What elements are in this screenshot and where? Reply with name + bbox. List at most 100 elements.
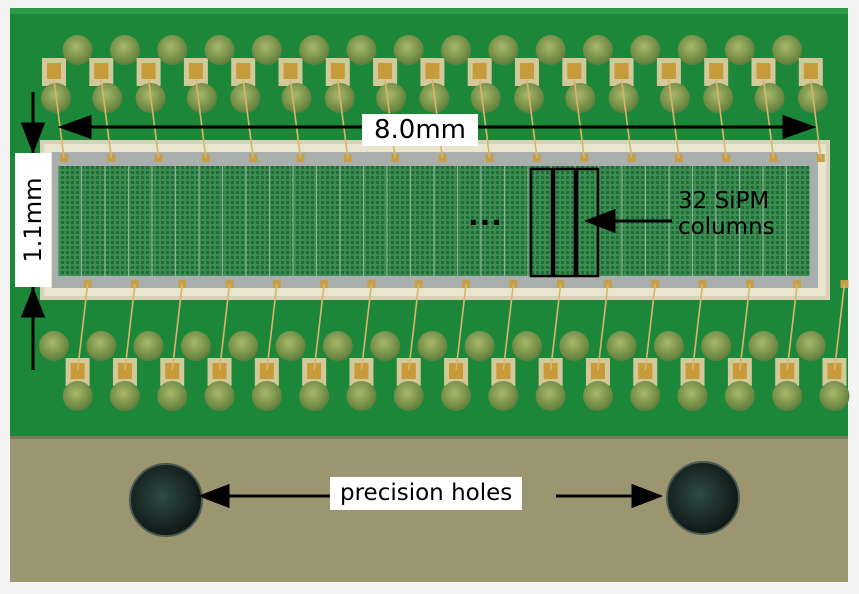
bottom-via	[559, 331, 590, 361]
height-label-box: 1.1mm	[15, 153, 51, 287]
bottom-gold-pad	[543, 363, 558, 379]
column-highlight-2	[552, 167, 577, 278]
top-via	[677, 35, 708, 65]
bottom-via-lower	[535, 381, 566, 411]
top-gold-pad	[756, 63, 771, 79]
bond-wire-bottom	[313, 283, 325, 371]
top-via	[204, 35, 235, 65]
bottom-via	[606, 331, 637, 361]
bottom-gold-pad	[259, 363, 274, 379]
bottom-via-lower	[441, 381, 472, 411]
top-gold-pad	[661, 63, 676, 79]
bond-wire-top	[762, 79, 775, 159]
bond-wire-bottom	[266, 283, 278, 371]
bond-wire-bottom	[549, 283, 562, 371]
bottom-gold-pad	[212, 363, 227, 379]
bond-wire-bottom	[833, 283, 846, 371]
columns-label: 32 SiPM columns	[678, 188, 775, 240]
top-gold-pad	[141, 63, 156, 79]
bottom-via-lower	[393, 381, 424, 411]
bottom-via	[795, 331, 826, 361]
top-gold-pad	[614, 63, 629, 79]
bond-wire-bottom	[124, 283, 136, 371]
bottom-via-lower	[299, 381, 330, 411]
top-via-lower	[186, 83, 217, 113]
top-gold-pad	[520, 63, 534, 79]
bottom-gold-pad	[165, 363, 180, 379]
column-highlight-1	[529, 167, 554, 278]
bond-wire-top	[100, 79, 113, 159]
columns-label-line1: 32 SiPM	[678, 188, 770, 214]
bottom-gold-pad	[638, 363, 653, 379]
bottom-via	[417, 331, 448, 361]
bond-wire-top	[526, 79, 538, 159]
top-via	[724, 35, 755, 65]
bond-wire-top	[810, 79, 822, 159]
top-via	[251, 35, 282, 65]
bottom-via	[275, 331, 306, 361]
length-label: 8.0mm	[362, 114, 479, 146]
precision-hole-left	[130, 464, 202, 536]
bottom-via-lower	[251, 381, 282, 411]
bottom-gold-pad	[685, 363, 700, 379]
chip-pad-top	[60, 154, 68, 162]
bond-wire-top	[242, 79, 254, 159]
top-gold-pad	[472, 63, 487, 79]
bottom-gold-pad	[827, 363, 842, 379]
bottom-gold-pad	[70, 363, 85, 379]
bottom-via-lower	[772, 381, 803, 411]
bond-wire-top	[337, 79, 349, 159]
top-via-lower	[470, 83, 501, 113]
bottom-via	[228, 331, 259, 361]
top-via	[772, 35, 803, 65]
bond-wire-bottom	[691, 283, 704, 371]
bottom-gold-pad	[496, 363, 511, 379]
bond-wire-top	[289, 79, 302, 159]
bottom-gold-pad	[117, 363, 132, 379]
bond-wire-top	[620, 79, 633, 159]
top-gold-pad	[283, 63, 298, 79]
bottom-via	[133, 331, 164, 361]
top-gold-pad	[378, 63, 393, 79]
holes-label: precision holes	[330, 477, 523, 510]
bond-wire-top	[53, 79, 65, 159]
top-via	[535, 35, 566, 65]
top-via	[488, 35, 519, 65]
bond-wire-bottom	[786, 283, 798, 371]
top-via-lower	[659, 83, 690, 113]
bottom-gold-pad	[732, 363, 747, 379]
top-gold-pad	[709, 63, 724, 79]
bond-wire-bottom	[502, 283, 515, 371]
bottom-via-lower	[724, 381, 755, 411]
ellipsis-label: ...	[468, 199, 503, 232]
height-label: 1.1mm	[19, 177, 47, 263]
bottom-via	[701, 331, 732, 361]
bottom-via-lower	[204, 381, 235, 411]
top-gold-pad	[567, 63, 582, 79]
top-via	[441, 35, 472, 65]
top-via	[393, 35, 424, 65]
bond-wire-bottom	[76, 283, 89, 371]
bond-wire-top	[668, 79, 680, 159]
top-via-lower	[92, 83, 123, 113]
top-via	[157, 35, 188, 65]
bottom-via-lower	[346, 381, 377, 411]
holes-arrow-left	[197, 483, 330, 509]
bottom-via	[464, 331, 495, 361]
bottom-via-lower	[157, 381, 188, 411]
bottom-via	[370, 331, 401, 361]
bond-wire-top	[195, 79, 207, 159]
bond-wire-bottom	[644, 283, 657, 371]
bottom-gold-pad	[780, 363, 795, 379]
top-via-lower	[754, 83, 785, 113]
bottom-gold-pad	[449, 363, 464, 379]
bottom-gold-pad	[307, 363, 322, 379]
columns-arrow	[583, 208, 672, 234]
top-via	[109, 35, 140, 65]
top-gold-pad	[236, 63, 251, 79]
bond-wire-bottom	[407, 283, 420, 371]
top-via	[62, 35, 93, 65]
bottom-via-lower	[488, 381, 519, 411]
top-via	[582, 35, 613, 65]
